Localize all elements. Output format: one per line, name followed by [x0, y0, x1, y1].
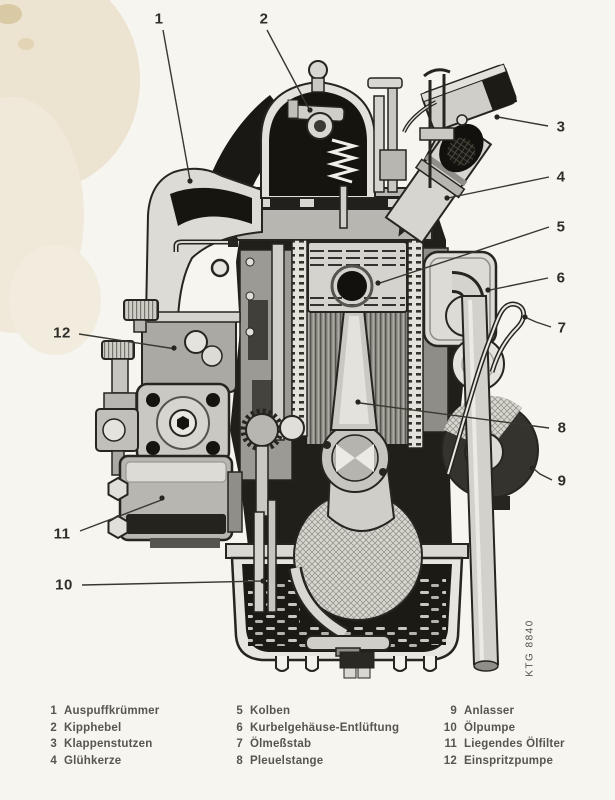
legend-item-num: 2 [50, 721, 57, 734]
callout-marker-9: 9 [557, 472, 567, 490]
callout-marker-1: 1 [154, 10, 164, 28]
legend-item-4: 4 Glühkerze [40, 753, 159, 770]
injection-pump [95, 299, 241, 476]
callout-marker-3: 3 [556, 118, 566, 136]
legend-item-label: Kurbelgehäuse-Entlüftung [250, 721, 400, 734]
air-cleaner-drum [420, 63, 518, 132]
legend-item-2: 2 Kipphebel [40, 720, 159, 737]
legend-item-num: 11 [444, 738, 457, 750]
callout-marker-5: 5 [556, 218, 566, 236]
legend-item-num: 5 [236, 705, 243, 717]
valve-stem [339, 185, 348, 229]
oil-filter [107, 454, 243, 548]
connecting-rod [329, 309, 379, 431]
callout-marker-11: 11 [53, 525, 71, 543]
oil-pan-fins [275, 651, 437, 679]
callout-marker-6: 6 [556, 269, 566, 287]
callout-marker-7: 7 [557, 319, 567, 337]
legend-item-num: 1 [50, 705, 57, 717]
leader-dots [159, 107, 535, 584]
callout-marker-10: 10 [55, 576, 73, 594]
leader-lines [78, 29, 553, 586]
legend-column-3: 9 Anlasser 10 Ölpumpe 11 Liegendes Ölfilter… [440, 703, 565, 769]
legend-item-num: 7 [236, 738, 243, 750]
legend-item-num: 9 [450, 705, 457, 717]
legend-item-num: 8 [236, 754, 243, 767]
callout-marker-8: 8 [557, 419, 567, 437]
cover-acorn-nut [308, 60, 328, 80]
legend-column-1: 1 Auspuffkrümmer 2 Kipphebel 3 Klappenstutz… [40, 703, 159, 769]
legend-item-label: Einspritzpumpe [464, 754, 554, 767]
legend-item-num: 4 [50, 754, 57, 767]
legend-item-6: 6 Kurbelgehäuse-Entlüftung [226, 720, 399, 737]
figure-plate-code: KTG 8840 [524, 619, 536, 677]
legend-item-3: 3 Klappenstutzen [40, 736, 159, 753]
valve-spring [326, 138, 360, 184]
callout-marker-2: 2 [259, 10, 269, 28]
legend-item-8: 8 Pleuelstange [226, 753, 399, 770]
legend-item-label: Liegendes Ölfilter [464, 738, 565, 750]
legend-item-label: Glühkerze [64, 754, 122, 767]
legend-item-9: 9 Anlasser [440, 703, 565, 720]
piston [307, 241, 408, 313]
piston-pin [337, 271, 367, 301]
legend-item-10: 10 Ölpumpe [440, 720, 565, 737]
legend-item-label: Klappenstutzen [64, 738, 153, 750]
callout-marker-12: 12 [53, 324, 71, 342]
legend-item-5: 5 Kolben [226, 703, 399, 720]
legend-column-2: 5 Kolben 6 Kurbelgehäuse-Entlüftung 7 Ölmeß… [226, 703, 399, 769]
legend-item-7: 7 Ölmeßstab [226, 736, 399, 753]
legend-item-12: 12 Einspritzpumpe [440, 753, 565, 770]
intake-flap-stub [384, 63, 518, 245]
legend-item-label: Auspuffkrümmer [64, 705, 160, 717]
paper-stain-blob [0, 0, 140, 355]
legend-item-num: 6 [236, 721, 243, 734]
rocker-arm [287, 99, 345, 140]
oil-dipstick [445, 301, 527, 475]
legend-item-num: 3 [50, 738, 57, 750]
legend-item-label: Ölpumpe [464, 721, 516, 734]
oil-pump [240, 408, 305, 613]
big-end-bearing [320, 423, 390, 493]
legend-item-label: Anlasser [464, 705, 515, 717]
valve-cover [260, 60, 376, 229]
callout-marker-4: 4 [556, 168, 566, 186]
legend-item-num: 10 [443, 721, 457, 734]
oil-pan [225, 491, 469, 662]
legend-item-label: Kolben [250, 705, 291, 717]
legend-item-label: Pleuelstange [250, 754, 324, 767]
legend-item-1: 1 Auspuffkrümmer [40, 703, 159, 720]
legend-item-label: Ölmeßstab [250, 738, 312, 750]
legend-item-label: Kipphebel [64, 721, 122, 734]
legend-item-num: 12 [443, 754, 457, 767]
legend-item-11: 11 Liegendes Ölfilter [440, 736, 565, 753]
